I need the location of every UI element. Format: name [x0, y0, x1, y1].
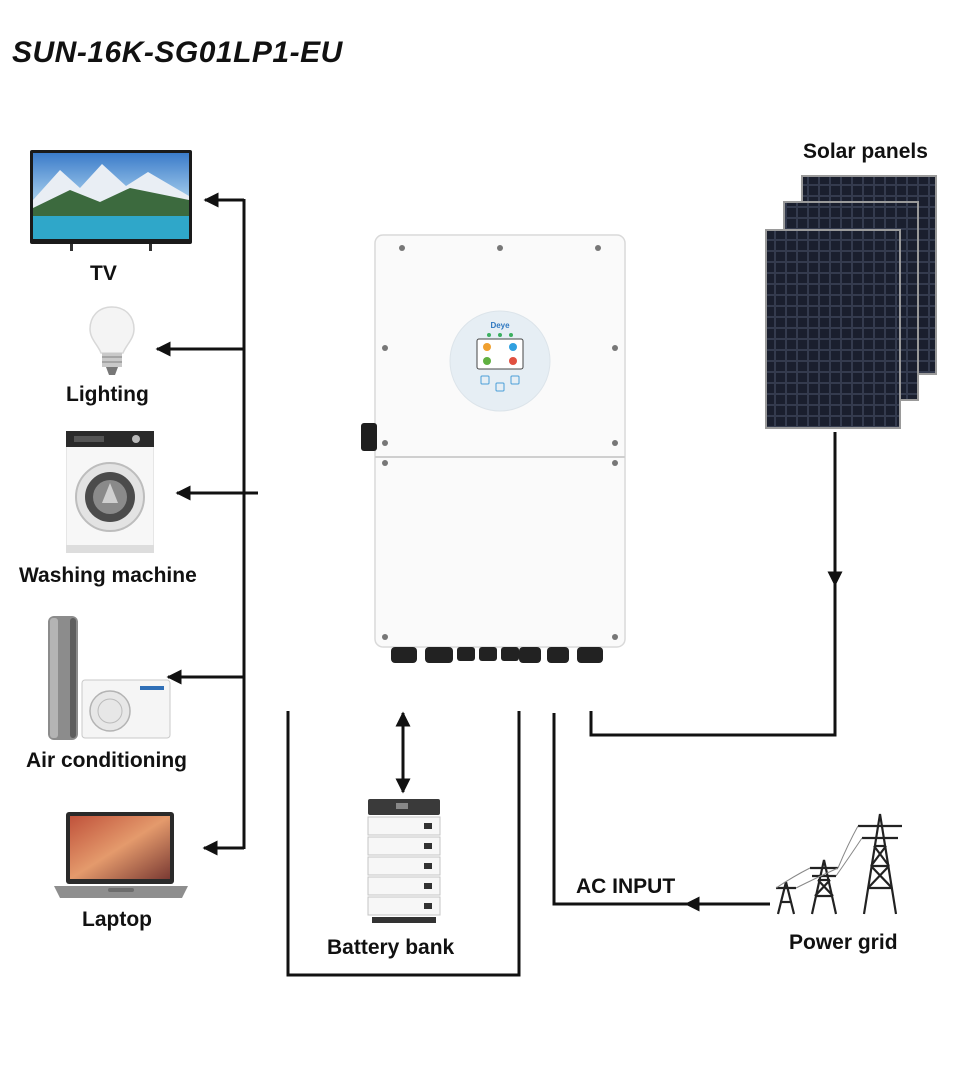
solar-line — [589, 432, 837, 737]
light-bulb-icon — [89, 306, 135, 375]
load-output-loop — [286, 711, 521, 977]
label-ac-input: AC INPUT — [576, 875, 676, 898]
tv-icon — [30, 150, 192, 251]
inverter-brand: Deye — [490, 321, 510, 330]
label-washing-machine: Washing machine — [19, 564, 197, 587]
label-solar-panels: Solar panels — [803, 140, 928, 163]
label-power-grid: Power grid — [789, 931, 898, 954]
air-conditioner-icon — [48, 616, 171, 740]
inverter-icon: Deye — [361, 234, 626, 663]
solar-panel-icon — [765, 175, 937, 429]
battery-bank-icon — [367, 799, 441, 923]
label-laptop: Laptop — [82, 908, 152, 931]
label-air-conditioning: Air conditioning — [26, 749, 187, 772]
washing-machine-icon — [66, 431, 154, 553]
laptop-icon — [54, 812, 188, 898]
label-tv: TV — [90, 262, 117, 285]
label-lighting: Lighting — [66, 383, 149, 406]
power-grid-tower-icon — [775, 813, 902, 915]
label-battery-bank: Battery bank — [327, 936, 455, 959]
diagram-title: SUN-16K-SG01LP1-EU — [12, 36, 343, 69]
